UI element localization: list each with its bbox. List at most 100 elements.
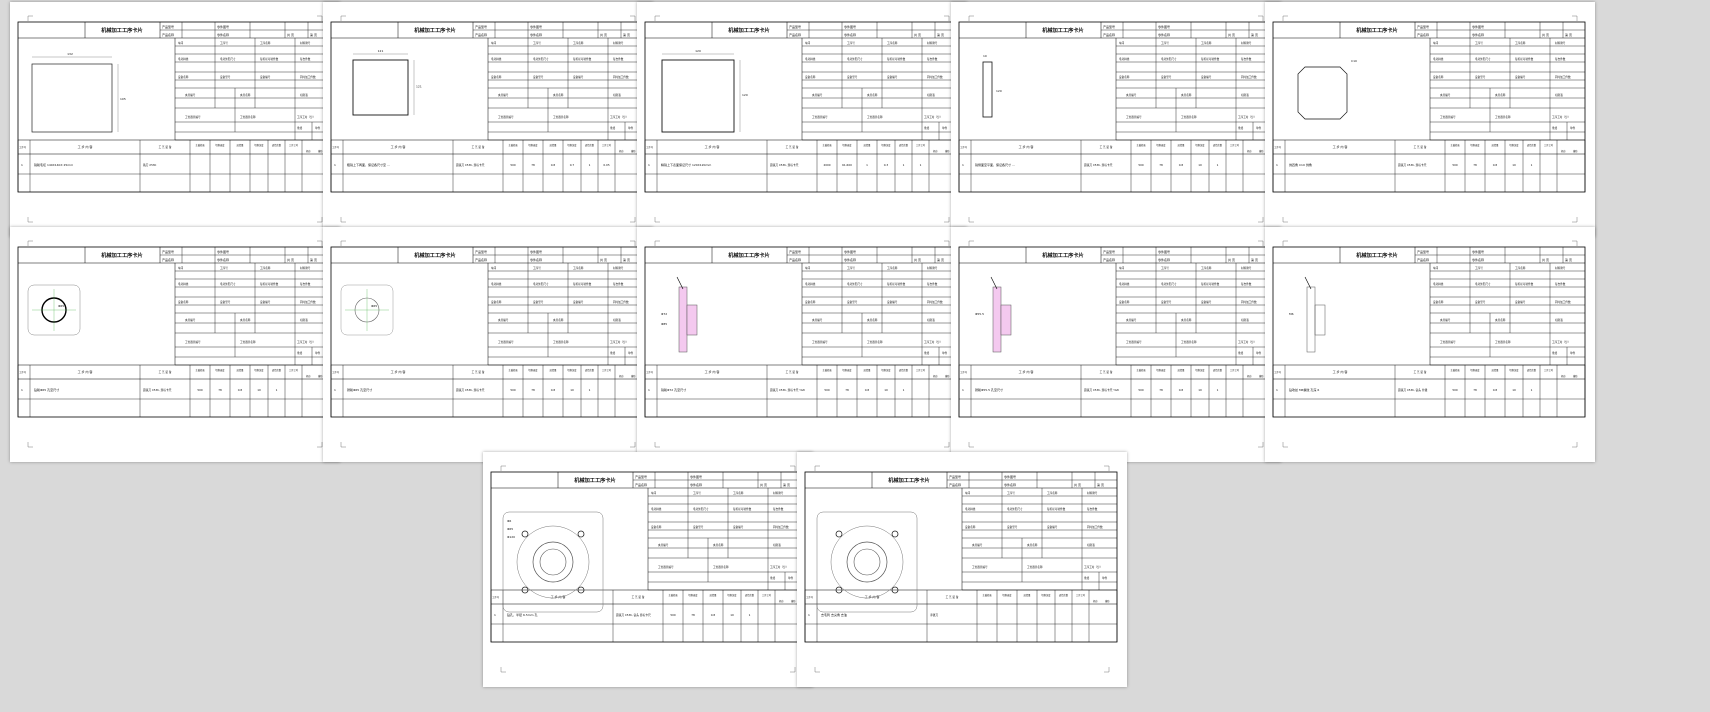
card-title: 机械加工工序卡片 (1356, 251, 1398, 259)
header-label: 第 页 (783, 482, 790, 487)
info-label: 工序工时（分） (1552, 340, 1570, 344)
step-value: 500 (1452, 163, 1458, 167)
table-header: 主轴转速 (508, 143, 518, 147)
step-value: 1 (903, 388, 905, 392)
header-label: 产品型号 (1103, 249, 1115, 254)
info-label: 材料牌号 (1241, 41, 1252, 45)
table-header: 辅助 (791, 599, 796, 603)
info-label: 工序工时（分） (1552, 115, 1570, 119)
step-value: 0.8 (711, 613, 716, 617)
table-header: 工步号 (960, 370, 968, 374)
info-label: 切削液 (927, 318, 935, 322)
table-header: 辅助 (318, 149, 323, 153)
step-number: 1 (334, 388, 336, 392)
info-label: 车间 (1119, 266, 1125, 270)
document-page[interactable]: 机械加工工序卡片产品型号产品名称零件图号零件名称共 页第 页车间工序号工序名称材… (797, 452, 1127, 687)
document-page[interactable]: 机械加工工序卡片产品型号产品名称零件图号零件名称共 页第 页车间工序号工序名称材… (323, 2, 653, 237)
crop-mark (814, 465, 820, 471)
info-label: 毛坯种类 (1119, 282, 1130, 286)
step-tooling: 面铣刀 X53K, 游标卡尺 (143, 388, 172, 392)
info-label: 工序号 (1007, 491, 1015, 495)
crop-mark (1104, 465, 1110, 471)
step-value: 78 (1159, 388, 1163, 392)
document-page[interactable]: 机械加工工序卡片产品型号产品名称零件图号零件名称共 页第 页车间工序号工序名称材… (10, 2, 340, 237)
info-label: 夹具名称 (867, 318, 878, 322)
step-value: 78 (531, 388, 535, 392)
info-label: 夹具编号 (185, 318, 196, 322)
info-label: 毛坯外形尺寸 (220, 282, 236, 286)
step-tooling: 面铣刀 X53K, 钻头 游标卡尺 (616, 613, 651, 617)
info-label: 设备名称 (1119, 300, 1130, 304)
info-label: 车间 (965, 491, 971, 495)
table-header: 机动 (1247, 149, 1252, 153)
info-label: 工序号 (533, 41, 541, 45)
table-header: 进给次数 (272, 368, 282, 372)
document-page[interactable]: 机械加工工序卡片产品型号产品名称零件图号零件名称共 页第 页车间工序号工序名称材… (951, 227, 1281, 462)
info-label: 单件 (942, 351, 948, 355)
table-header: 切削速度 (215, 368, 225, 372)
table-header: 机动 (779, 599, 784, 603)
document-page[interactable]: 机械加工工序卡片产品型号产品名称零件图号零件名称共 页第 页车间工序号工序名称材… (1265, 2, 1595, 237)
table-header: 切削速度 (528, 368, 538, 372)
info-label: 每毛坯可制件数 (1515, 57, 1534, 61)
crop-mark (317, 442, 323, 448)
info-label: 工位器具名称 (553, 340, 569, 344)
table-header: 工步工时 (762, 593, 772, 597)
crop-mark (1258, 442, 1264, 448)
table-header: 机动 (1561, 149, 1566, 153)
info-label: 工位器具名称 (553, 115, 569, 119)
info-label: 工位器具名称 (1027, 565, 1043, 569)
table-header: 进给次数 (899, 368, 909, 372)
table-header: 工 步 内 容 (865, 594, 880, 599)
header-label: 第 页 (310, 32, 317, 37)
document-page[interactable]: 机械加工工序卡片产品型号产品名称零件图号零件名称共 页第 页车间工序号工序名称材… (951, 2, 1281, 237)
info-label: 设备编号 (260, 300, 271, 304)
table-header: 主轴转速 (195, 368, 205, 372)
header-label: 产品名称 (1417, 257, 1429, 262)
header-label: 产品型号 (162, 24, 174, 29)
table-header: 切削深度 (567, 143, 577, 147)
document-page[interactable]: 机械加工工序卡片产品型号产品名称零件图号零件名称共 页第 页车间工序号工序名称材… (10, 227, 340, 462)
document-page[interactable]: 机械加工工序卡片产品型号产品名称零件图号零件名称共 页第 页车间工序号工序名称材… (1265, 227, 1595, 462)
header-label: 产品名称 (1103, 257, 1115, 262)
step-value: 78 (1159, 163, 1163, 167)
crop-mark (630, 217, 636, 223)
info-label: 毛坯种类 (805, 57, 816, 61)
step-value: 78 (845, 388, 849, 392)
table-header: 切削速度 (842, 143, 852, 147)
info-label: 工序号 (220, 266, 228, 270)
info-label: 夹具编号 (498, 93, 509, 97)
info-label: 设备名称 (491, 75, 502, 79)
header-label: 产品型号 (949, 474, 961, 479)
table-header: 工 步 内 容 (705, 144, 720, 149)
document-page[interactable]: 机械加工工序卡片产品型号产品名称零件图号零件名称共 页第 页车间工序号工序名称材… (483, 452, 813, 687)
step-number: 1 (494, 613, 496, 617)
step-value: 10 (257, 388, 261, 392)
step-tooling: 面铣刀 X53K, 游标卡尺 YG8 (770, 388, 805, 392)
table-header: 机动 (1561, 374, 1566, 378)
table-header: 工步号 (1274, 370, 1282, 374)
table-header: 进给次数 (1213, 143, 1223, 147)
part-sketch (816, 511, 918, 613)
document-page[interactable]: 机械加工工序卡片产品型号产品名称零件图号零件名称共 页第 页车间工序号工序名称材… (637, 227, 967, 462)
info-label: 工序号 (1161, 41, 1169, 45)
info-label: 每台件数 (613, 57, 624, 61)
document-page[interactable]: 机械加工工序卡片产品型号产品名称零件图号零件名称共 页第 页车间工序号工序名称材… (323, 227, 653, 462)
info-label: 工序工时（分） (610, 340, 628, 344)
header-label: 零件名称 (217, 257, 229, 262)
info-label: 工位器具编号 (812, 115, 828, 119)
step-number: 1 (808, 613, 810, 617)
info-label: 材料牌号 (613, 41, 624, 45)
info-label: 工序工时（分） (770, 565, 788, 569)
step-content: 铣削Φ72 孔至尺寸 (661, 387, 686, 392)
info-label: 夹具编号 (1440, 93, 1451, 97)
header-label: 零件图号 (1158, 24, 1170, 29)
info-label: 工位器具名称 (867, 340, 883, 344)
info-label: 毛坯外形尺寸 (847, 282, 863, 286)
info-label: 车间 (1119, 41, 1125, 45)
info-label: 夹具名称 (1495, 93, 1506, 97)
document-page[interactable]: 机械加工工序卡片产品型号产品名称零件图号零件名称共 页第 页车间工序号工序名称材… (637, 2, 967, 237)
crop-mark (27, 240, 33, 246)
